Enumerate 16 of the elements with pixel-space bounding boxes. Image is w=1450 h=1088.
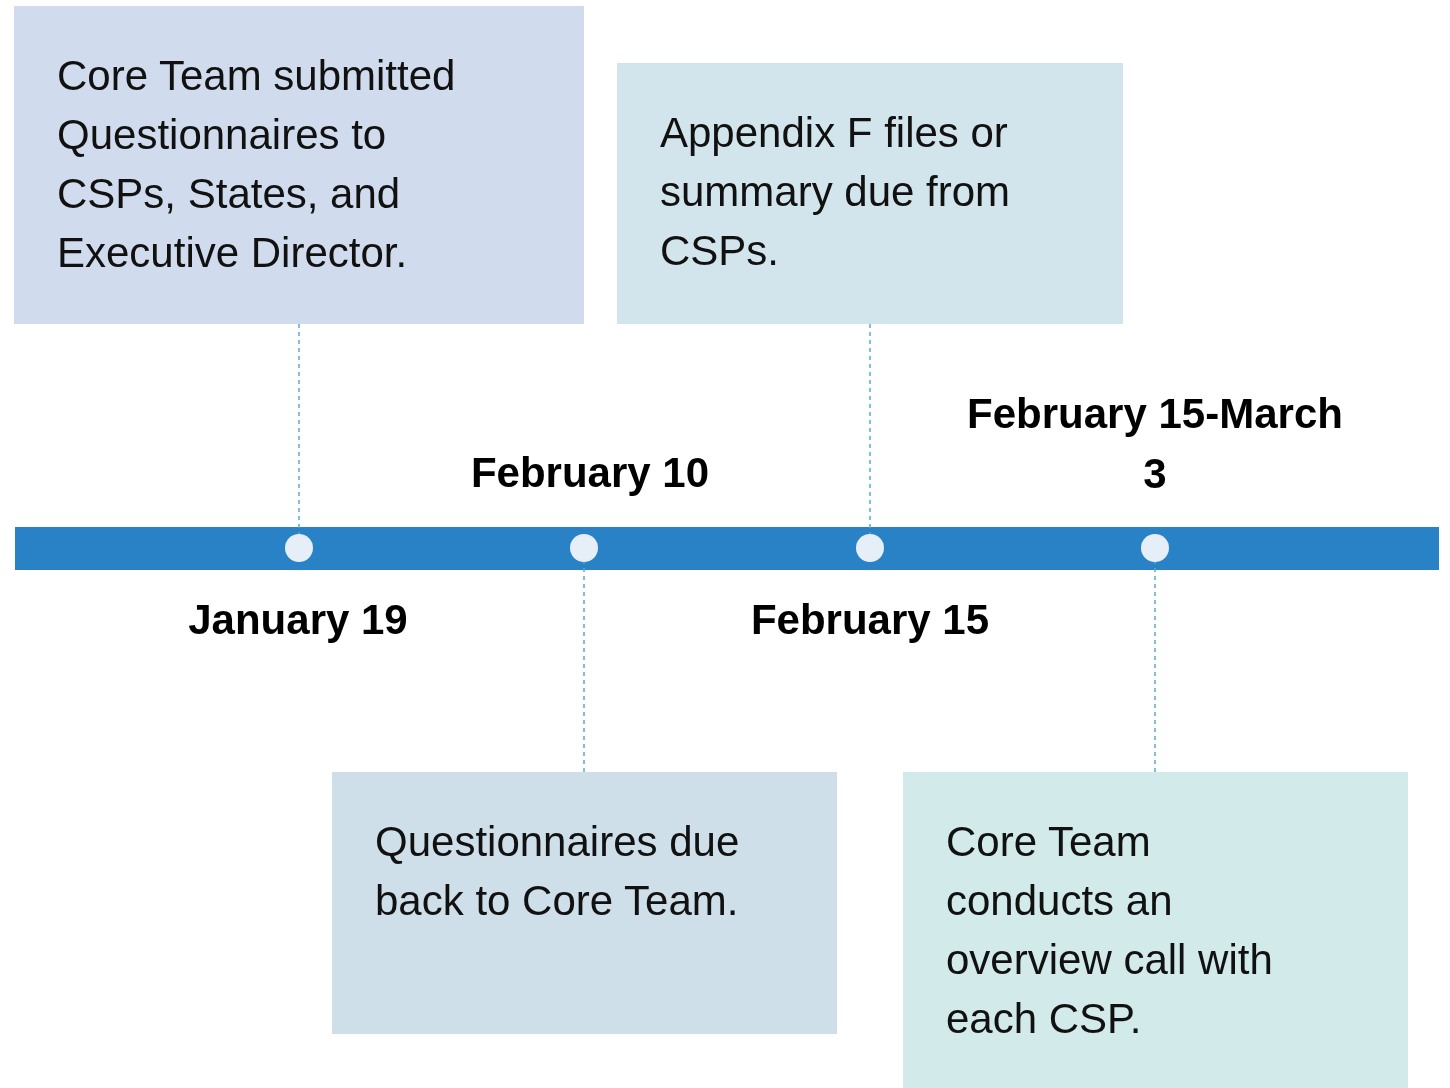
leader-line [583, 561, 585, 773]
event-box [617, 63, 1123, 324]
date-label: February 15-March 3 [966, 389, 1344, 499]
event-box [332, 772, 837, 1034]
leader-line [1154, 561, 1156, 773]
event-description: Core Team submitted Questionnaires to CSPs, States, and Executive Director. [57, 51, 457, 278]
event-description: Core Team conducts an overview call with each CSP. [946, 817, 1274, 1044]
event-description: Questionnaires due back to Core Team. [375, 817, 741, 926]
event-box [903, 772, 1408, 1088]
date-label: February 15 [749, 595, 991, 645]
leader-line [298, 323, 300, 535]
event-box [14, 6, 584, 324]
event-description: Appendix F files or summary due from CSPs. [660, 108, 1012, 276]
date-label: January 19 [187, 595, 409, 645]
leader-line [869, 323, 871, 535]
date-label: February 10 [469, 448, 711, 498]
